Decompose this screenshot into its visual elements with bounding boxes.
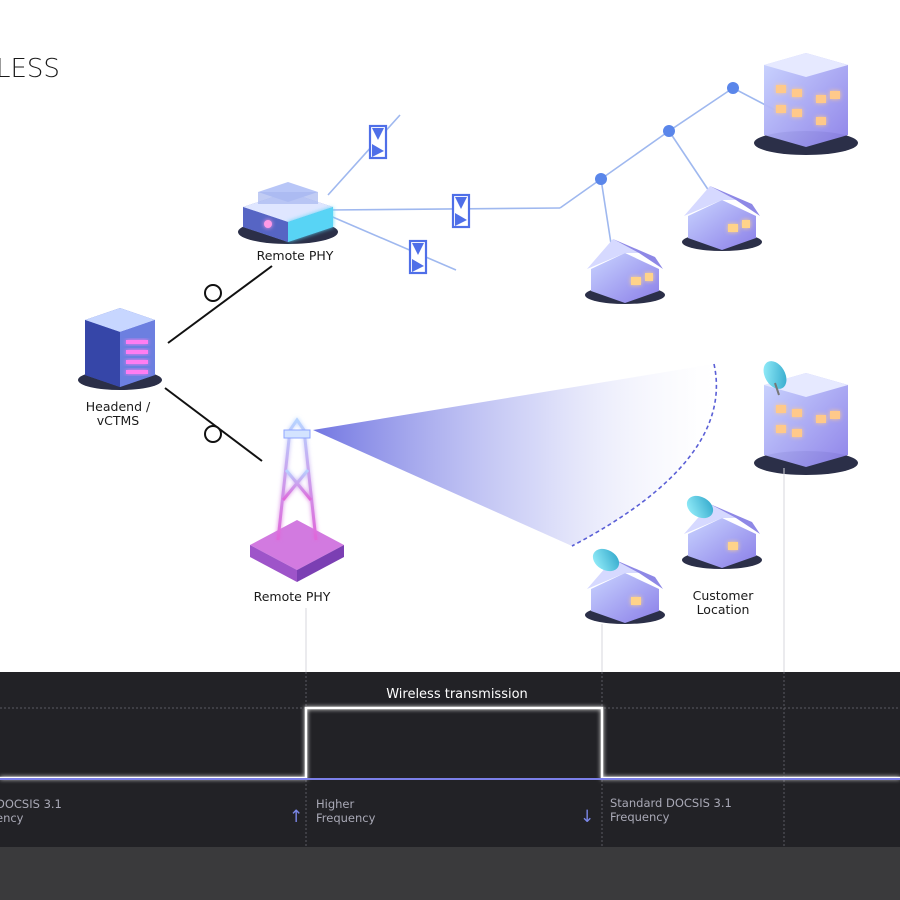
beam-edge xyxy=(571,363,718,547)
remote-phy-node-icon xyxy=(238,182,338,244)
satellite-dish-icon xyxy=(686,495,714,519)
headend-links xyxy=(164,265,273,462)
guide-lines xyxy=(305,468,785,672)
remote-phy-top-label: Remote PHY xyxy=(257,248,334,263)
customer-label-line2: Location xyxy=(697,602,750,617)
left-freq-line2: ency xyxy=(0,811,24,825)
headend-server-icon xyxy=(78,308,162,390)
satellite-dish-icon xyxy=(592,548,620,572)
satellite-dish-icon xyxy=(763,361,787,396)
left-freq-line1: DOCSIS 3.1 xyxy=(0,797,62,811)
amplifier-icon xyxy=(408,239,428,275)
splitter-node xyxy=(595,173,607,185)
spectrum-panel xyxy=(0,672,900,847)
house-icon xyxy=(585,559,665,624)
amplifier-icon xyxy=(368,124,388,160)
page-title: LESS xyxy=(0,54,60,84)
link-connector-icon xyxy=(204,425,222,443)
link-connector-icon xyxy=(204,284,222,302)
middle-freq-line1: Higher xyxy=(316,797,355,811)
headend-label-line1: Headend / xyxy=(86,399,151,414)
arrow-up-icon: ↑ xyxy=(289,807,303,827)
headend-label-line2: vCTMS xyxy=(97,413,140,428)
apartment-building-icon xyxy=(754,373,858,475)
cell-tower-icon xyxy=(250,400,344,582)
house-icon xyxy=(682,186,762,251)
wireless-beam xyxy=(313,364,717,546)
remote-phy-bottom-label: Remote PHY xyxy=(254,589,331,604)
wireless-transmission-label: Wireless transmission xyxy=(386,687,528,702)
splitter-node xyxy=(727,82,739,94)
house-icon xyxy=(585,239,665,304)
arrow-down-icon: ↓ xyxy=(580,807,594,827)
apartment-building-icon xyxy=(754,53,858,155)
footer-bar xyxy=(0,847,900,900)
middle-freq-line2: Frequency xyxy=(316,811,376,825)
right-freq-line2: Frequency xyxy=(610,810,670,824)
house-icon xyxy=(682,504,762,569)
customer-label-line1: Customer xyxy=(693,588,755,603)
amplifier-icon xyxy=(451,193,471,229)
splitter-node xyxy=(663,125,675,137)
right-freq-line1: Standard DOCSIS 3.1 xyxy=(610,796,732,810)
fiber-nodes xyxy=(595,82,739,185)
